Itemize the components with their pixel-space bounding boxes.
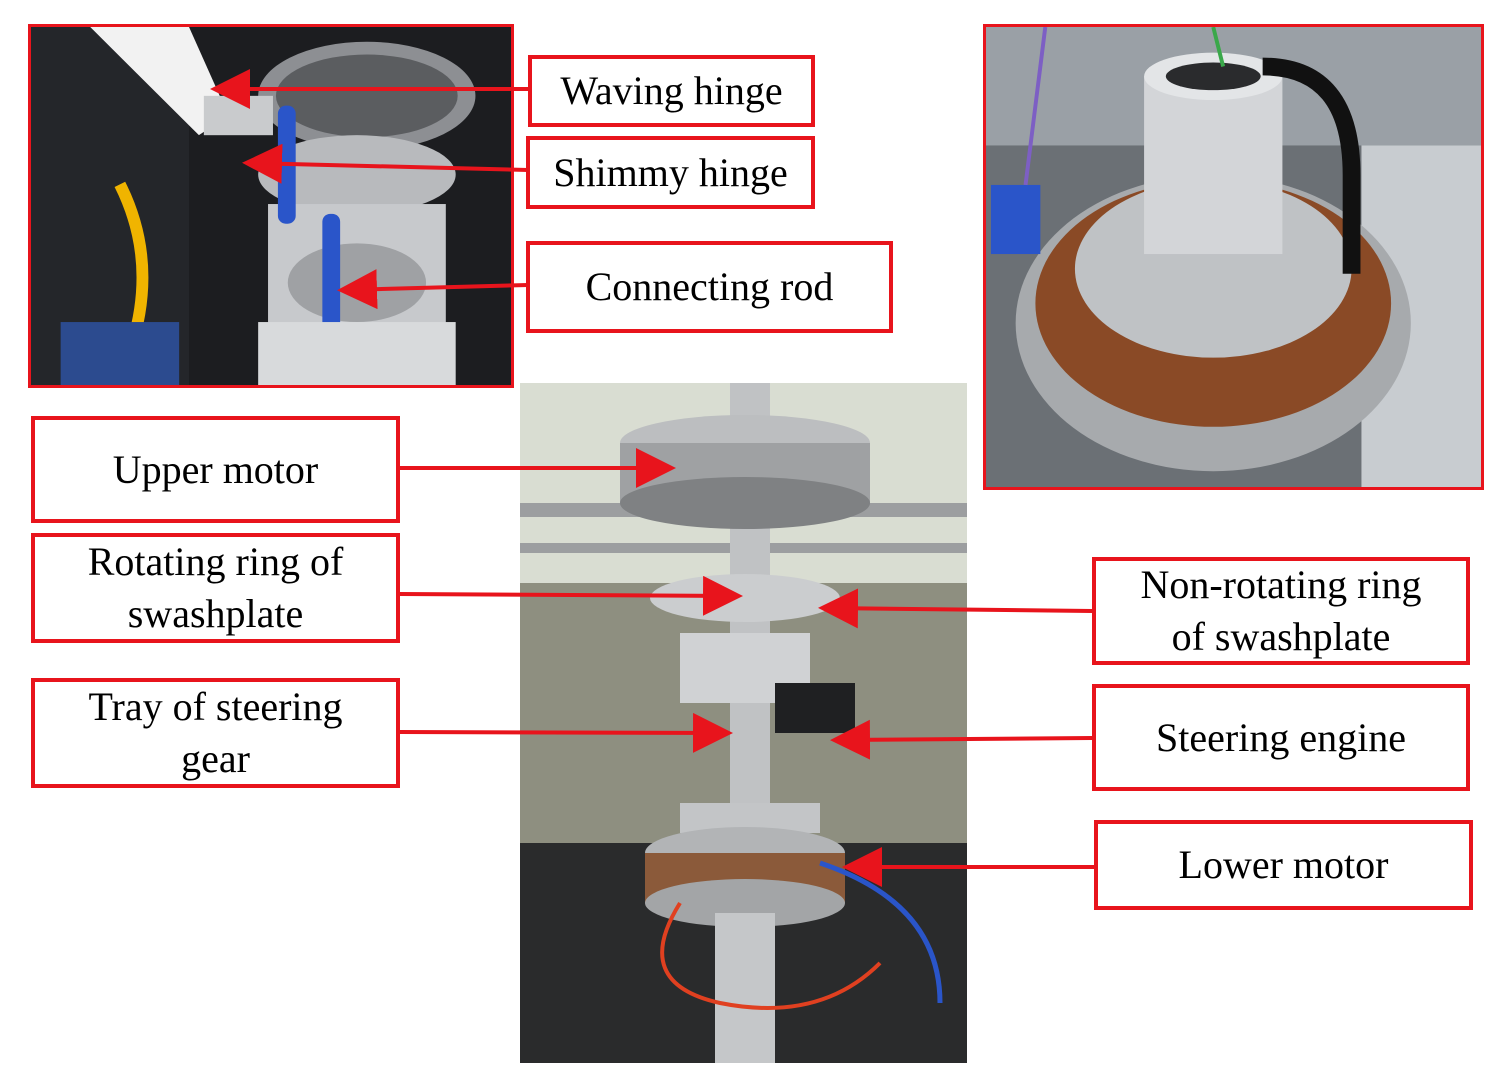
shimmy-hinge-label: Shimmy hinge [526, 136, 815, 209]
rotating-ring-label: Rotating ring of swashplate [31, 533, 400, 643]
steering-engine-label: Steering engine [1092, 684, 1470, 791]
waving-hinge-label: Waving hinge [528, 55, 815, 127]
motor-photo [983, 24, 1484, 490]
non-rotating-ring-label: Non-rotating ring of swashplate [1092, 557, 1470, 665]
connecting-rod-label: Connecting rod [526, 241, 893, 333]
lower-motor-label: Lower motor [1094, 820, 1473, 910]
tray-of-steering-gear-label: Tray of steering gear [31, 678, 400, 788]
assembly-photo [520, 383, 967, 1063]
upper-motor-label: Upper motor [31, 416, 400, 523]
rotor-hub-photo [28, 24, 514, 388]
